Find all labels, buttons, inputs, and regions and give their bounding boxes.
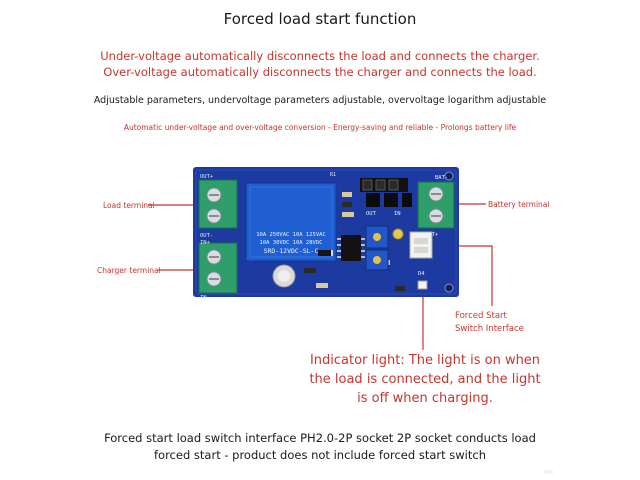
indicator-light-description: Indicator light: The light is on when th…: [285, 351, 565, 408]
forced-start-label-line1: Forced Start: [455, 311, 507, 321]
overvoltage-description: Over-voltage automatically disconnects t…: [103, 65, 537, 79]
in-plus-label: IN+: [200, 240, 211, 246]
bottom-note: Forced start load switch interface PH2.0…: [0, 430, 640, 464]
undervoltage-description: Under-voltage automatically disconnects …: [100, 49, 540, 63]
forced-start-socket: [409, 231, 433, 259]
relay-model: SRD-12VDC-SL-C: [264, 247, 319, 255]
relay: [245, 182, 337, 262]
in-label: IN: [394, 211, 401, 217]
indicator-line-3: is off when charging.: [357, 391, 493, 406]
bottom-note-line-2: forced start - product does not include …: [154, 448, 486, 462]
in-minus-label: IN-: [200, 295, 210, 301]
bat-minus-label: BAT-: [435, 175, 448, 181]
relay-rating-1: 10A 250VAC 10A 125VAC: [256, 232, 326, 238]
forced-start-label: Forced Start Switch Interface: [455, 310, 555, 336]
indicator-led: [417, 280, 428, 290]
relay-rating-2: 10A 30VDC 10A 28VDC: [260, 240, 323, 246]
watermark: ENC: [544, 470, 555, 476]
indicator-line-1: Indicator light: The light is on when: [309, 353, 541, 368]
out-minus-label: OUT-: [200, 233, 213, 239]
out-label: OUT: [366, 211, 377, 217]
forced-start-label-line2: Switch Interface: [455, 324, 524, 334]
bottom-note-line-1: Forced start load switch interface PH2.0…: [104, 431, 536, 445]
battery-terminal-label: Battery terminal: [488, 200, 550, 209]
adjustable-parameters-text: Adjustable parameters, undervoltage para…: [93, 95, 547, 106]
page-title: Forced load start function: [223, 10, 417, 28]
d4-label: D4: [418, 271, 425, 277]
charger-terminal-label: Charger terminal: [97, 266, 161, 275]
conversion-features-text: Automatic under-voltage and over-voltage…: [123, 123, 517, 132]
load-terminal-label: Load terminal: [103, 201, 155, 210]
r1-label: R1: [330, 172, 336, 178]
charger-terminal-block: [198, 242, 238, 294]
out-plus-label: OUT+: [200, 174, 214, 180]
indicator-line-2: the load is connected, and the light: [309, 372, 541, 387]
comparator-ic: [341, 235, 361, 261]
